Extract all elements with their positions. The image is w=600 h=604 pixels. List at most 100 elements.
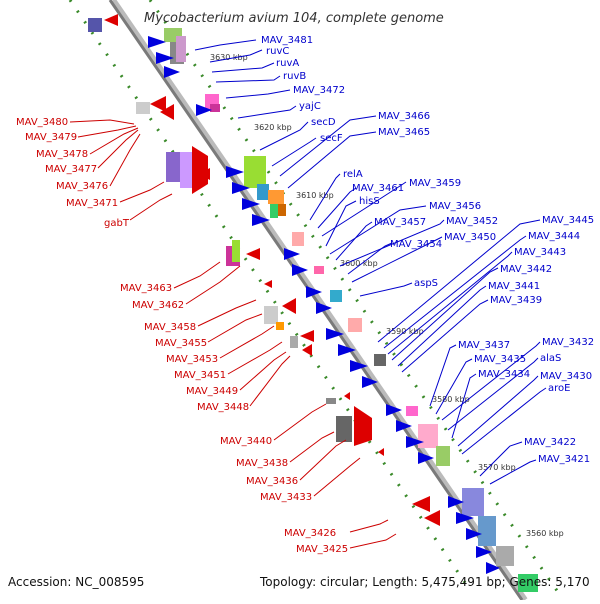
gene-label-minus[interactable]: MAV_3462: [132, 300, 184, 311]
gene-label-plus[interactable]: MAV_3421: [538, 454, 590, 465]
gene-label-plus[interactable]: secD: [311, 117, 336, 128]
gene-block: [326, 398, 336, 404]
plus-gene-arrow: [396, 420, 412, 432]
minus-gene-arrow: [150, 96, 166, 112]
gene-label-plus[interactable]: MAV_3457: [374, 217, 426, 228]
gene-label-plus[interactable]: MAV_3430: [540, 371, 592, 382]
genome-title: Mycobacterium avium 104, complete genome: [144, 11, 444, 26]
minus-gene-arrow: [344, 392, 350, 400]
gene-label-plus[interactable]: MAV_3441: [488, 281, 540, 292]
gene-label-minus[interactable]: MAV_3433: [260, 492, 312, 503]
gene-label-plus[interactable]: MAV_3452: [446, 216, 498, 227]
topology-text: Topology: circular; Length: 5,475,491 bp…: [259, 575, 590, 589]
gene-label-minus[interactable]: MAV_3426: [284, 528, 336, 539]
gene-label-plus[interactable]: MAV_3472: [293, 85, 345, 96]
minus-gene-arrow: [282, 298, 296, 314]
gene-label-minus[interactable]: MAV_3479: [25, 132, 77, 143]
minus-gene-arrow: [198, 168, 210, 180]
gene-label-plus[interactable]: MAV_3459: [409, 178, 461, 189]
gene-label-plus[interactable]: ruvB: [283, 71, 306, 82]
gene-label-plus[interactable]: MAV_3434: [478, 369, 530, 380]
gene-label-plus[interactable]: yajC: [299, 101, 321, 112]
gene-block: [270, 204, 278, 218]
gene-label-plus[interactable]: MAV_3456: [429, 201, 481, 212]
gene-label-minus[interactable]: MAV_3436: [246, 476, 298, 487]
gene-label-minus[interactable]: MAV_3425: [296, 544, 348, 555]
gene-label-plus[interactable]: MAV_3432: [542, 337, 594, 348]
gene-block: [180, 152, 192, 188]
gene-label-minus[interactable]: MAV_3478: [36, 149, 88, 160]
plus-gene-arrow: [252, 214, 270, 226]
gene-label-plus[interactable]: ruvA: [276, 58, 299, 69]
gene-block: [264, 306, 278, 324]
plus-leader-lines: [194, 39, 547, 485]
gene-block: [518, 574, 538, 592]
gene-block: [406, 406, 418, 416]
gene-label-minus[interactable]: MAV_3440: [220, 436, 272, 447]
gene-label-minus[interactable]: MAV_3455: [155, 338, 207, 349]
plus-gene-arrow: [338, 344, 356, 356]
gene-block: [166, 152, 182, 182]
tick-label: 3580 kbp: [432, 395, 470, 404]
gene-block: [292, 232, 304, 246]
gene-label-minus[interactable]: MAV_3471: [66, 198, 118, 209]
gene-label-minus[interactable]: MAV_3463: [120, 283, 172, 294]
gene-label-minus[interactable]: MAV_3476: [56, 181, 108, 192]
minus-gene-arrow: [104, 14, 118, 26]
gene-label-plus[interactable]: ruvC: [266, 46, 289, 57]
gene-label-minus[interactable]: MAV_3477: [45, 164, 97, 175]
gene-label-plus[interactable]: hisS: [359, 196, 380, 207]
gene-label-plus[interactable]: aspS: [414, 278, 438, 289]
gene-label-plus[interactable]: MAV_3435: [474, 354, 526, 365]
gene-block: [478, 516, 496, 546]
gene-label-minus[interactable]: MAV_3449: [186, 386, 238, 397]
gene-label-plus[interactable]: MAV_3481: [261, 35, 313, 46]
gene-label-minus[interactable]: MAV_3458: [144, 322, 196, 333]
gene-label-plus[interactable]: MAV_3442: [500, 264, 552, 275]
gene-label-minus[interactable]: gabT: [104, 218, 130, 229]
gene-label-minus[interactable]: MAV_3438: [236, 458, 288, 469]
plus-gene-arrow: [196, 104, 212, 116]
gene-block: [290, 336, 298, 348]
gene-block: [232, 240, 240, 262]
gene-label-plus[interactable]: aroE: [548, 383, 570, 394]
gene-label-minus[interactable]: MAV_3448: [197, 402, 249, 413]
minus-guide-line: [68, 0, 472, 591]
gene-label-plus[interactable]: MAV_3450: [444, 232, 496, 243]
gene-block: [136, 102, 150, 114]
gene-label-plus[interactable]: MAV_3444: [528, 231, 580, 242]
gene-block: [330, 290, 342, 302]
gene-label-plus[interactable]: MAV_3454: [390, 239, 442, 250]
gene-label-minus[interactable]: MAV_3451: [174, 370, 226, 381]
gene-label-plus[interactable]: MAV_3465: [378, 127, 430, 138]
minus-gene-arrow: [192, 146, 208, 194]
gene-blocks: [88, 14, 538, 592]
gene-label-minus[interactable]: MAV_3480: [16, 117, 68, 128]
gene-block: [462, 488, 484, 516]
tick-label: 3570 kbp: [478, 463, 516, 472]
gene-block: [496, 546, 514, 566]
gene-block: [244, 156, 266, 188]
gene-label-plus[interactable]: MAV_3466: [378, 111, 430, 122]
gene-label-plus[interactable]: MAV_3461: [352, 183, 404, 194]
gene-label-plus[interactable]: MAV_3439: [490, 295, 542, 306]
tick-label: 3620 kbp: [254, 123, 292, 132]
plus-gene-arrow: [476, 546, 492, 558]
plus-gene-arrow: [448, 496, 464, 508]
gene-label-plus[interactable]: alaS: [540, 353, 561, 364]
gene-label-plus[interactable]: MAV_3437: [458, 340, 510, 351]
tick-label: 3630 kbp: [210, 53, 248, 62]
plus-gene-arrow: [284, 248, 300, 260]
gene-label-plus[interactable]: relA: [343, 169, 363, 180]
gene-block: [436, 446, 450, 466]
gene-label-plus[interactable]: MAV_3443: [514, 247, 566, 258]
gene-label-plus[interactable]: secF: [320, 133, 343, 144]
gene-block: [418, 424, 438, 448]
plus-gene-arrow: [306, 286, 322, 298]
tick-label: 3600 kbp: [340, 259, 378, 268]
gene-label-plus[interactable]: MAV_3445: [542, 215, 594, 226]
gene-block: [210, 104, 220, 112]
gene-label-plus[interactable]: MAV_3422: [524, 437, 576, 448]
gene-label-minus[interactable]: MAV_3453: [166, 354, 218, 365]
